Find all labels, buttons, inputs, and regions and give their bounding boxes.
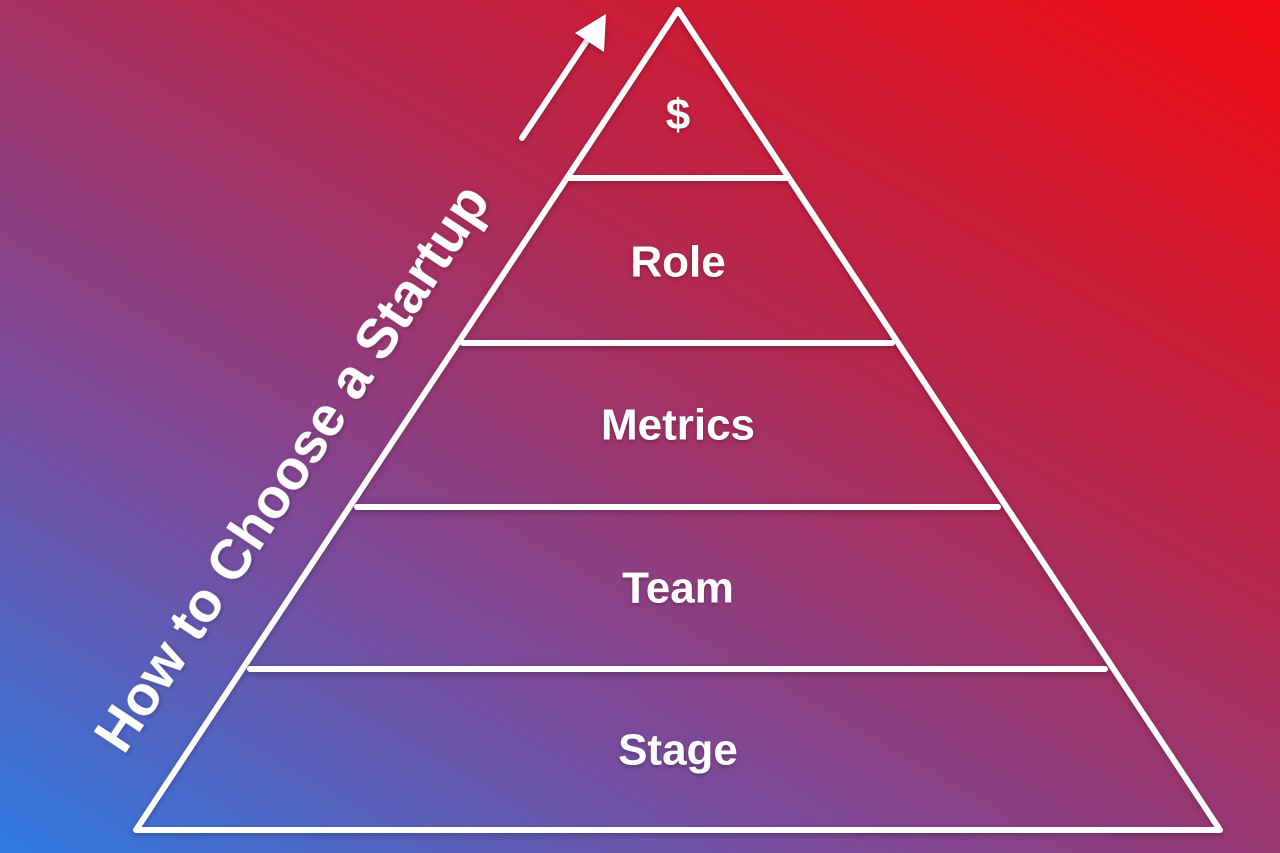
level-label-metrics: Metrics bbox=[601, 401, 755, 450]
level-label-team: Team bbox=[622, 564, 734, 613]
diagonal-title: How to Choose a Startup bbox=[81, 172, 501, 762]
level-label-stage: Stage bbox=[618, 726, 738, 775]
level-label-role: Role bbox=[630, 238, 725, 287]
pyramid-outline bbox=[133, 7, 1223, 833]
level-label-money: $ bbox=[666, 91, 690, 140]
arrow-up-right-icon bbox=[519, 14, 606, 141]
